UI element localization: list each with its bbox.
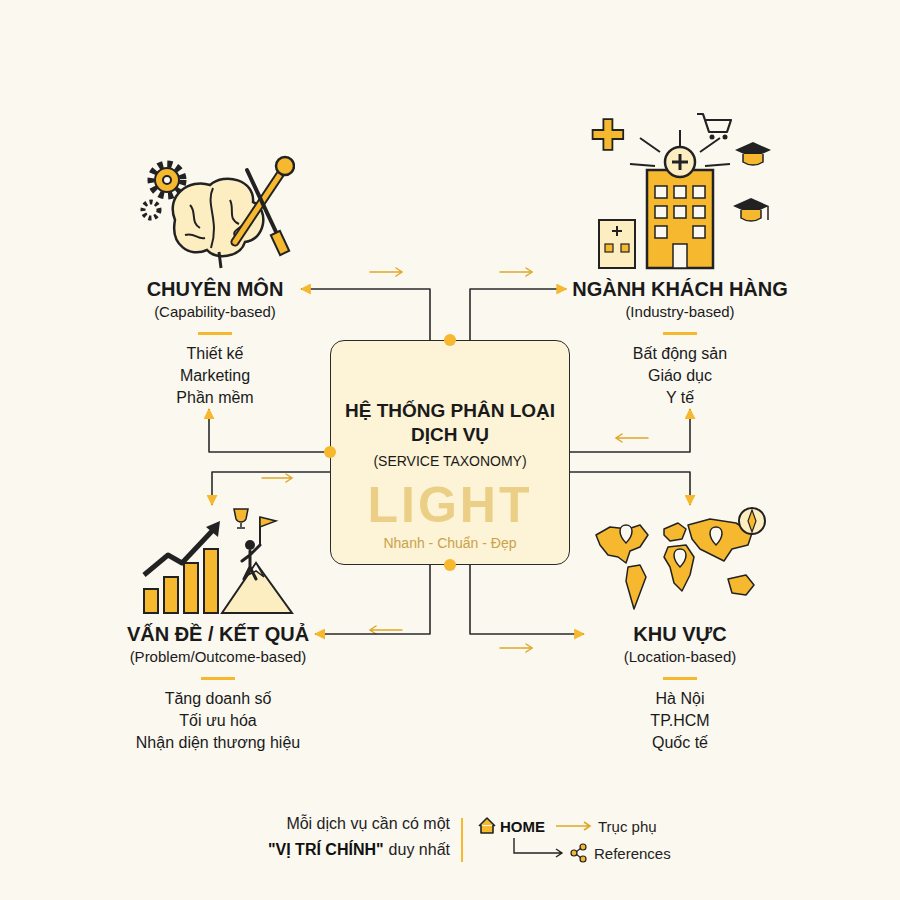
category-item: Bất động sản — [633, 343, 727, 365]
category-item: Phần mềm — [176, 387, 253, 409]
connector — [470, 565, 584, 634]
category-icon — [135, 150, 295, 272]
watermark-tagline: Nhanh - Chuẩn - Đẹp — [383, 534, 516, 552]
accent-bar — [201, 677, 235, 680]
category-item: Y tế — [666, 387, 694, 409]
footer-note: Mỗi dịch vụ cần có một — [286, 814, 450, 834]
category-heading: VẤN ĐỀ / KẾT QUẢ — [127, 621, 309, 647]
accent-bar — [198, 332, 232, 335]
category-heading: CHUYÊN MÔN — [147, 276, 284, 302]
accent-bar — [663, 677, 697, 680]
footer-note: duy nhất — [389, 840, 450, 860]
connector — [570, 409, 690, 452]
category-subtitle: (Location-based) — [624, 647, 737, 667]
category-item: Marketing — [180, 365, 250, 387]
connector — [209, 409, 330, 452]
category-icon — [585, 108, 775, 272]
hint-arrows — [262, 268, 648, 652]
category-item: Tối ưu hóa — [179, 710, 256, 732]
footer-references: References — [594, 844, 671, 863]
category-item: TP.HCM — [650, 710, 709, 732]
watermark: LIGHT — [368, 474, 533, 537]
connector — [301, 289, 430, 340]
category-icon — [138, 505, 298, 617]
box-subtitle: (SERVICE TAXONOMY) — [373, 451, 526, 471]
connector — [470, 289, 566, 340]
accent-bar — [663, 332, 697, 335]
category-group: CHUYÊN MÔN(Capability-based) Thiết kếMark… — [129, 150, 301, 409]
category-item: Tăng doanh số — [165, 688, 272, 710]
footer-graphics — [462, 818, 590, 862]
footer-home: HOME — [500, 817, 545, 836]
category-item: Nhận diện thương hiệu — [136, 732, 300, 754]
category-item: Hà Nội — [656, 688, 705, 710]
box-title: HỆ THỐNG PHÂN LOẠI DỊCH VỤ — [343, 399, 557, 447]
connector — [570, 472, 690, 505]
category-heading: KHU VỰC — [633, 621, 726, 647]
category-group: KHU VỰC(Location-based) Hà NộiTP.HCMQuốc … — [584, 505, 776, 754]
category-subtitle: (Capability-based) — [154, 302, 276, 322]
connector — [315, 565, 430, 634]
category-icon — [590, 505, 770, 617]
category-item: Giáo dục — [648, 365, 712, 387]
category-group: VẤN ĐỀ / KẾT QUẢ(Problem/Outcome-based) T… — [121, 505, 315, 754]
category-subtitle: (Problem/Outcome-based) — [130, 647, 307, 667]
category-group: NGÀNH KHÁCH HÀNG(Industry-based) Bất động… — [566, 108, 794, 409]
footer-axis: Trục phụ — [598, 817, 657, 836]
footer-note-emphasis: "VỊ TRÍ CHÍNH" — [268, 840, 384, 860]
category-item: Thiết kế — [187, 343, 244, 365]
category-heading: NGÀNH KHÁCH HÀNG — [572, 276, 788, 302]
category-subtitle: (Industry-based) — [625, 302, 734, 322]
category-item: Quốc tế — [652, 732, 708, 754]
connector — [212, 472, 330, 505]
